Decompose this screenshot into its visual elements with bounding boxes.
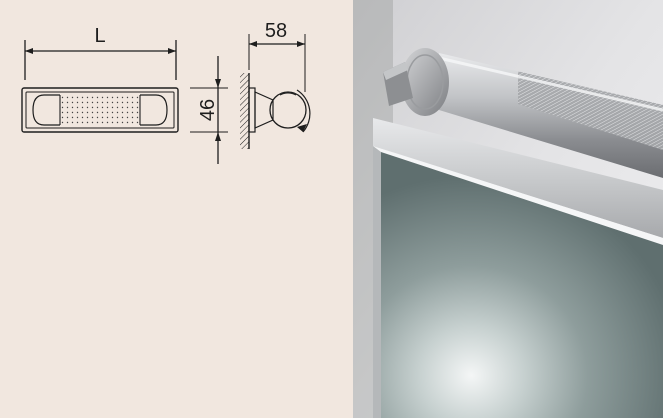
depth-arrow-left: [249, 41, 257, 47]
side-view: [240, 73, 311, 149]
side-view-tube-highlight: [279, 92, 297, 96]
depth-arrow-right: [297, 41, 305, 47]
mirror-frame-top: [373, 118, 663, 238]
product-photo-illustration: [353, 0, 663, 418]
lamp-bracket-highlight: [383, 62, 408, 80]
side-view-mount-plate: [248, 87, 256, 133]
front-view: [21, 87, 179, 133]
front-view-right-cap: [140, 94, 168, 126]
length-arrow-right: [168, 48, 176, 54]
depth-label: 58: [265, 20, 287, 42]
technical-drawing: L 46: [21, 20, 311, 164]
lamp-end-cap: [401, 48, 449, 116]
mirror-frame-side: [373, 146, 381, 418]
length-arrow-left: [25, 48, 33, 54]
front-view-inner-frame: [25, 91, 175, 129]
front-view-diffuser: [61, 96, 139, 124]
mirror-surface: [381, 152, 663, 418]
mirror-frame-edge: [373, 146, 663, 245]
rotation-arc: [296, 89, 311, 133]
lamp-tube: [439, 53, 663, 178]
front-view-body: [21, 87, 179, 133]
height-arrow-bottom: [215, 132, 221, 141]
product-photo: [353, 0, 663, 418]
rotation-arrow: [297, 124, 307, 132]
side-view-tube: [269, 91, 307, 129]
height-arrow-top: [215, 79, 221, 88]
wall-hatching: [240, 73, 249, 149]
height-label: 46: [197, 99, 219, 121]
lamp-tube-highlight: [438, 56, 663, 112]
technical-drawing-panel: L 46: [0, 0, 353, 418]
height-dimension: 46: [190, 56, 228, 164]
length-dimension: L: [24, 25, 177, 80]
front-view-left-cap: [32, 94, 60, 126]
length-label: L: [94, 25, 105, 47]
depth-dimension: 58: [248, 20, 306, 92]
lamp-diffuser: [518, 70, 663, 150]
